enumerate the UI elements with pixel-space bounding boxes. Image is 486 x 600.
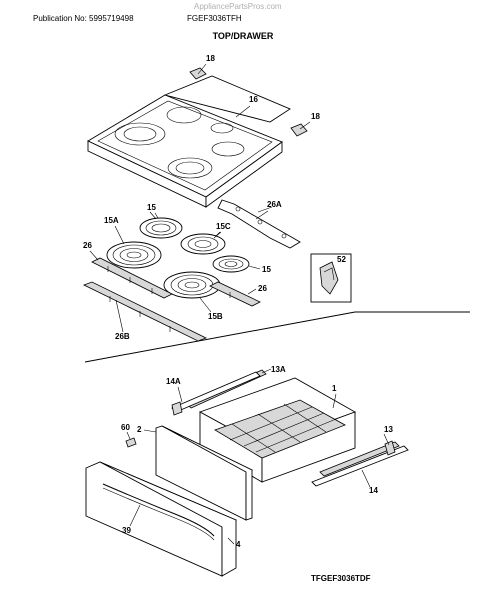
callout-1: 1	[332, 384, 337, 393]
callout-26: 26	[258, 284, 267, 293]
callout-39: 39	[122, 526, 131, 535]
callout-52: 52	[337, 255, 346, 264]
callout-26: 26	[83, 241, 92, 250]
clip-60[interactable]	[125, 437, 137, 448]
callout-14a: 14A	[166, 377, 181, 386]
callout-15a: 15A	[104, 216, 119, 225]
callout-4: 4	[236, 540, 241, 549]
element-15c[interactable]	[180, 231, 226, 255]
watermark: AppliancePartsPros.com	[194, 2, 282, 11]
callout-15b: 15B	[208, 312, 223, 321]
drawer-body[interactable]	[198, 377, 357, 483]
diagram-title: TOP/DRAWER	[212, 31, 274, 41]
publication-number: Publication No: 5995719498	[33, 14, 134, 23]
callout-15: 15	[147, 203, 156, 212]
drawer-panel-4[interactable]	[85, 461, 238, 577]
wire-harness-26a[interactable]	[217, 199, 301, 249]
diagram-code: TFGEF3036TDF	[311, 574, 371, 583]
callout-13a: 13A	[271, 365, 286, 374]
element-support-26-right[interactable]	[209, 281, 261, 307]
element-15-right[interactable]	[212, 255, 250, 273]
element-15a[interactable]	[106, 241, 162, 269]
section-divider	[84, 311, 356, 363]
callout-16: 16	[249, 95, 258, 104]
callout-60: 60	[121, 423, 130, 432]
callout-18: 18	[311, 112, 320, 121]
part-52-inset[interactable]	[310, 253, 352, 303]
drawer-handle-39[interactable]	[102, 483, 215, 541]
element-15-rear-left[interactable]	[139, 212, 183, 239]
bracket-18-right[interactable]	[290, 121, 311, 137]
callout-26a: 26A	[267, 200, 282, 209]
drawer-front-panel-2[interactable]	[155, 425, 254, 521]
callout-14: 14	[369, 486, 378, 495]
callout-15: 15	[262, 265, 271, 274]
leader-lines	[89, 206, 390, 545]
callout-2: 2	[137, 425, 142, 434]
drawer-rail-13[interactable]	[319, 441, 400, 477]
cooktop-glass-top[interactable]	[87, 75, 291, 208]
bracket-18-left[interactable]	[189, 63, 207, 80]
drawer-rail-14a[interactable]	[171, 371, 261, 416]
callout-18: 18	[206, 54, 215, 63]
drawer-rail-14[interactable]	[311, 440, 409, 487]
callout-15c: 15C	[216, 222, 231, 231]
callout-13: 13	[384, 425, 393, 434]
callout-26b: 26B	[115, 332, 130, 341]
model-number: FGEF3036TFH	[187, 14, 242, 23]
element-support-26b[interactable]	[82, 281, 208, 342]
